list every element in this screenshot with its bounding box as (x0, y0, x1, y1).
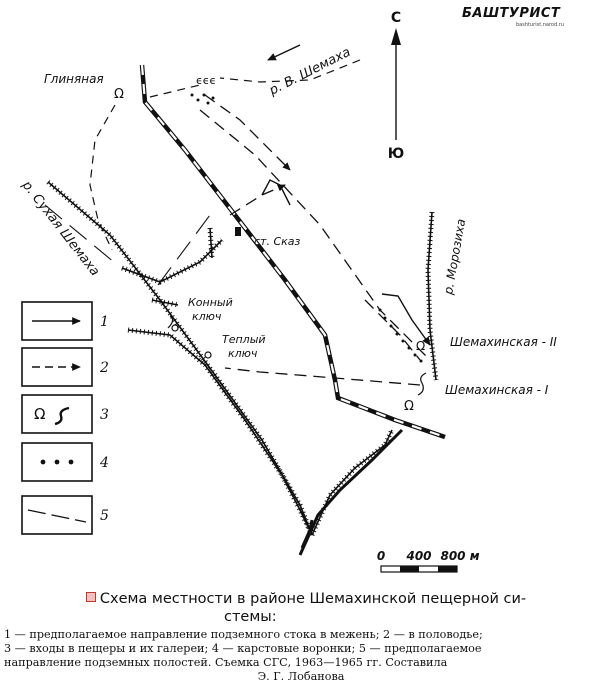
caption-line-4: Э. Г. Лобанова (257, 670, 345, 683)
compass-north-label: С (391, 10, 401, 26)
brand-logo: БАШТУРИСТ (462, 6, 561, 21)
label-konny-klyuch-2: ключ (192, 310, 222, 323)
high-water-flow (199, 94, 431, 386)
railway-line (139, 64, 446, 440)
legend-item-5: 5 (21, 495, 109, 535)
compass: С Ю (388, 10, 404, 162)
label-konny-klyuch-1: Конный (188, 296, 233, 309)
brand-site: bashturist.narod.ru (516, 22, 564, 28)
label-station: ст. Сказ (254, 235, 301, 248)
scale-label-0: 0 (377, 549, 385, 563)
legend-item-1: 1 (21, 301, 109, 341)
svg-text:Ω: Ω (404, 399, 414, 414)
label-teply-klyuch-1: Теплый (222, 333, 266, 346)
rivers (298, 428, 404, 556)
legend-num-1: 1 (100, 314, 109, 330)
legend-item-3: Ω 3 (21, 394, 109, 434)
svg-text:Ω: Ω (34, 405, 45, 423)
legend-item-2: 2 (21, 347, 109, 387)
caption-title-part1: Схема местности в районе Шемахинской пещ… (99, 591, 527, 607)
legend-num-2: 2 (99, 360, 109, 376)
caption-title-part2: стемы: (224, 609, 277, 625)
station-marker (235, 227, 241, 236)
label-teply-klyuch-2: ключ (228, 347, 258, 360)
svg-text:ϵϵϵ: ϵϵϵ (196, 74, 216, 87)
svg-text:Ω: Ω (416, 339, 425, 353)
scale-bar: 0 400 800 м (377, 549, 480, 573)
caption-body: 1 — предполагаемое направление подземног… (4, 628, 598, 684)
dashed-streams (89, 59, 361, 251)
cavity-lines (44, 204, 211, 286)
scale-label-800: 800 м (440, 549, 479, 563)
caption-marker-icon (85, 592, 96, 602)
caption-line-1: 1 — предполагаемое направление подземног… (4, 628, 483, 641)
valley-ridges (46, 180, 439, 537)
svg-text:Ω: Ω (114, 87, 124, 102)
label-shemakhinskaya-2: Шемахинская - II (450, 335, 557, 349)
label-moroznikha: р. Морозиха (441, 218, 468, 297)
legend-item-4: 4 (21, 442, 109, 482)
map-caption: Схема местности в районе Шемахинской пещ… (4, 590, 598, 684)
scale-label-400: 400 (405, 549, 431, 563)
karst-area-map: Ω ϵϵϵ Ω Ω С Ю Глиняная р. В. Шемаха р. С… (18, 10, 557, 573)
caption-line-2: 3 — входы в пещеры и их галереи; 4 — кар… (4, 642, 482, 655)
label-glinyanaya: Глиняная (44, 72, 104, 86)
caption-title: Схема местности в районе Шемахинской пещ… (4, 590, 598, 626)
low-water-flow (261, 179, 431, 346)
cave-entrances: Ω ϵϵϵ Ω Ω (114, 74, 427, 414)
label-shemakhinskaya-1: Шемахинская - I (445, 383, 549, 397)
karst-dots (190, 93, 423, 363)
legend-num-4: 4 (99, 455, 109, 471)
legend: 1 2 Ω 3 4 5 (21, 301, 109, 535)
v-shemakha-flow (267, 44, 301, 61)
caption-line-3: направление подземных полостей. Съемка С… (4, 656, 448, 669)
legend-num-5: 5 (100, 508, 109, 524)
label-v-shemakha: р. В. Шемаха (266, 45, 353, 99)
compass-south-label: Ю (388, 146, 404, 162)
legend-num-3: 3 (100, 407, 109, 423)
